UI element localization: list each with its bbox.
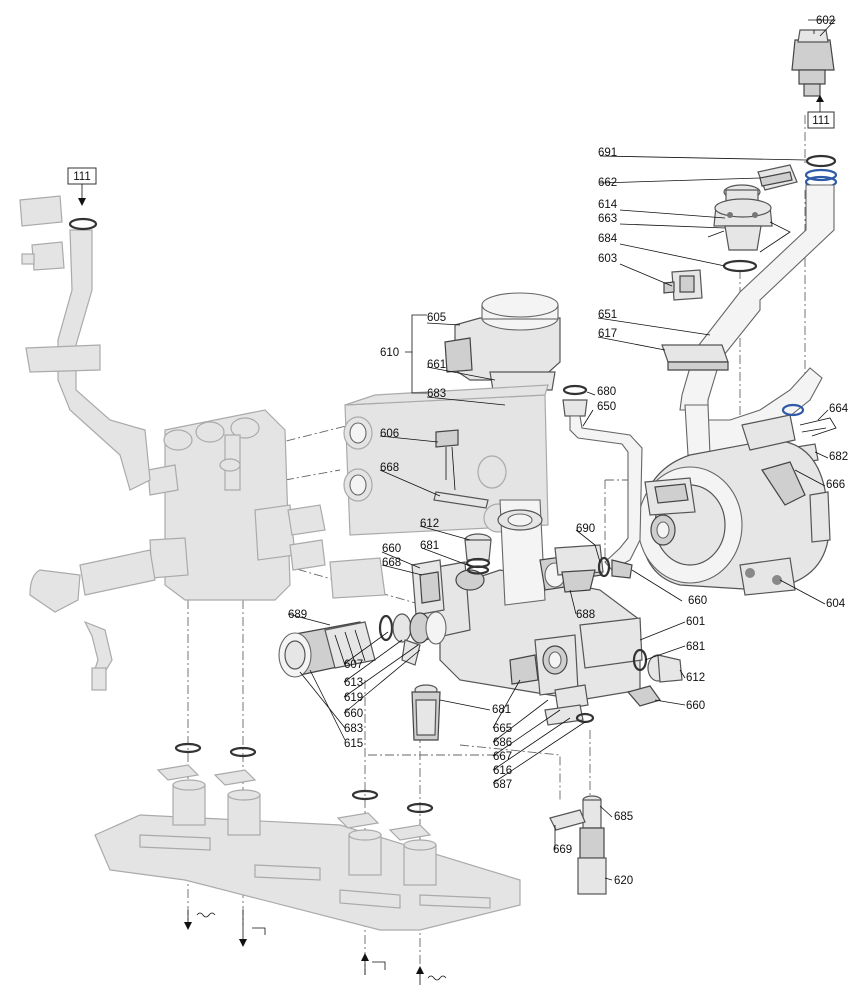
box-111-label-left: 111 [73, 171, 90, 183]
fan-unit-605[interactable] [444, 292, 561, 391]
valve-614[interactable] [713, 184, 791, 253]
callout-685: 685 [614, 811, 633, 823]
clip-664[interactable] [799, 417, 837, 437]
callout-668-hx: 668 [380, 462, 399, 474]
clip-662[interactable] [757, 164, 798, 191]
flow-symbols [184, 910, 447, 985]
callout-681-top: 681 [420, 540, 439, 552]
heat-exchanger [343, 384, 549, 536]
callout-669: 669 [553, 844, 572, 856]
callout-615: 615 [344, 738, 363, 750]
callout-661: 661 [427, 359, 446, 371]
callout-610: 610 [380, 347, 399, 359]
callout-688: 688 [576, 609, 595, 621]
ghost-riser-pipe-left [19, 195, 151, 491]
callout-607: 607 [344, 659, 363, 671]
mounting-plate [94, 814, 521, 931]
callout-666: 666 [826, 479, 845, 491]
callout-614: 614 [598, 199, 618, 211]
callout-613: 613 [344, 677, 363, 689]
callout-681-right: 681 [686, 641, 705, 653]
callout-668-block: 668 [382, 557, 401, 569]
callout-687: 687 [493, 779, 512, 791]
clip-668-hx[interactable] [433, 491, 489, 509]
pipe-650[interactable] [562, 399, 643, 571]
clip-660-668-block[interactable] [411, 559, 445, 616]
cartridge-615[interactable] [411, 684, 441, 741]
reference-box-111-left: 111 [67, 167, 97, 206]
sensor-602[interactable] [791, 29, 835, 97]
blue-seal-ring-top [804, 168, 838, 182]
reference-box-111-right: 111 [807, 95, 835, 129]
connector-688-690[interactable] [554, 544, 633, 593]
leader-lines [287, 19, 836, 881]
cartridge-612-right[interactable] [632, 648, 683, 683]
o-ring-680[interactable] [562, 384, 588, 396]
box-111-label-right: 111 [812, 115, 829, 127]
o-ring-691[interactable] [805, 154, 837, 168]
callout-605: 605 [427, 312, 446, 324]
callout-602: 602 [816, 15, 835, 27]
callout-663: 663 [598, 213, 617, 225]
callout-619: 619 [344, 692, 363, 704]
pin-663[interactable] [707, 230, 725, 238]
o-ring-684[interactable] [722, 259, 758, 273]
plate-fittings [156, 742, 437, 886]
callout-606: 606 [380, 428, 399, 440]
callout-620: 620 [614, 875, 633, 887]
callout-603: 603 [598, 253, 617, 265]
callout-604: 604 [826, 598, 846, 610]
clip-603[interactable] [663, 269, 703, 301]
callout-689: 689 [288, 609, 307, 621]
valve-stack-607-613-619[interactable] [378, 611, 447, 666]
callout-664: 664 [829, 403, 849, 415]
callout-680: 680 [597, 386, 616, 398]
filter-689[interactable] [278, 621, 376, 678]
callout-612-right: 612 [686, 672, 705, 684]
callout-683-top: 683 [427, 388, 446, 400]
callout-684: 684 [598, 233, 618, 245]
callout-660-stack: 660 [344, 708, 363, 720]
clip-660-right[interactable] [626, 685, 661, 707]
callout-660-pump: 660 [688, 595, 707, 607]
callout-681-bottom: 681 [492, 704, 511, 716]
callout-617: 617 [598, 328, 617, 340]
callout-660-block: 660 [382, 543, 401, 555]
ghost-connectors-left [29, 504, 386, 691]
pump-604[interactable] [637, 403, 831, 596]
callout-665: 665 [493, 723, 512, 735]
ghost-manifold-left [147, 409, 296, 601]
drain-fitting-620[interactable] [549, 795, 607, 895]
callout-690: 690 [576, 523, 595, 535]
callout-667: 667 [493, 751, 512, 763]
callout-662: 662 [598, 177, 617, 189]
sensor-606[interactable] [435, 429, 459, 491]
cartridge-612-top[interactable] [464, 533, 492, 575]
callout-660-right: 660 [686, 700, 705, 712]
callout-601: 601 [686, 616, 705, 628]
callout-612-top: 612 [420, 518, 439, 530]
callout-682: 682 [829, 451, 848, 463]
callout-650: 650 [597, 401, 616, 413]
callout-683-bottom: 683 [344, 723, 363, 735]
bracket-617[interactable] [661, 344, 729, 371]
callout-labels: 602 691 662 614 663 684 603 651 617 605 … [288, 15, 849, 887]
callout-691: 691 [598, 147, 617, 159]
callout-616: 616 [493, 765, 512, 777]
callout-686: 686 [493, 737, 512, 749]
callout-651: 651 [598, 309, 617, 321]
fittings-665-686-667[interactable] [509, 654, 595, 726]
